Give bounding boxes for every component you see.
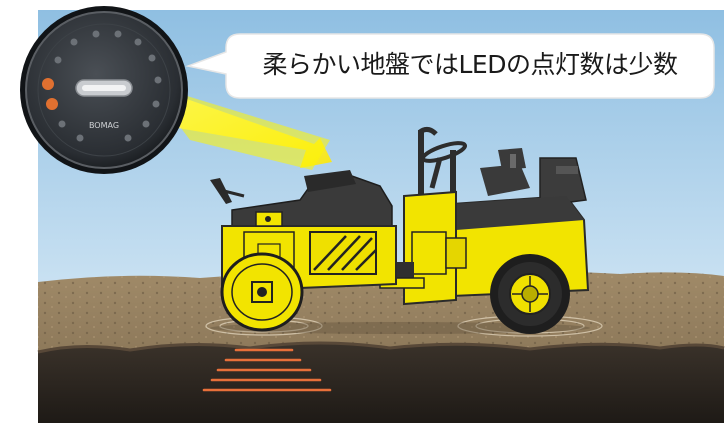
vibration-waves: [202, 348, 332, 392]
caption-text: 柔らかい地盤ではLEDの点灯数は少数: [262, 50, 678, 79]
gauge-led-ring: [54, 30, 162, 142]
vibratory-roller: [210, 126, 590, 334]
gauge-brand-text: BOMAG: [89, 121, 119, 130]
compaction-meter-gauge: BOMAG: [20, 6, 188, 174]
caption-speech-bubble: [185, 33, 715, 99]
led-lit-1: [42, 78, 54, 90]
soft-soil-layer: [38, 343, 724, 423]
led-lit-2: [46, 98, 58, 110]
